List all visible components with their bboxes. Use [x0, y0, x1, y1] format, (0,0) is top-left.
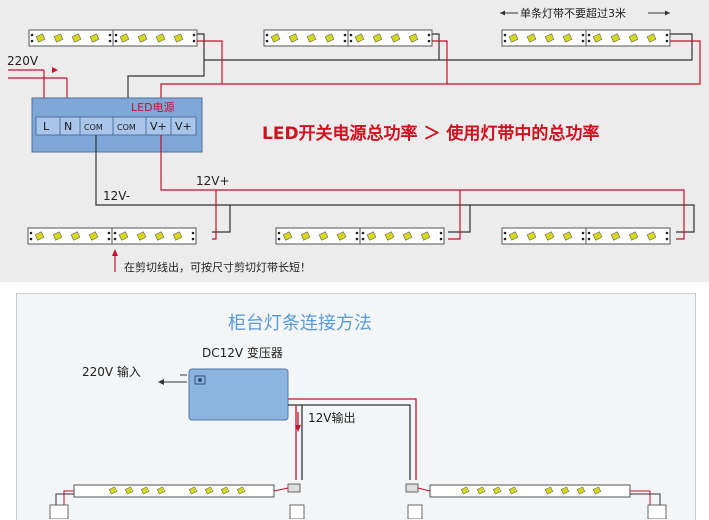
led-strip-top-3: [501, 29, 671, 47]
terminal-l: L: [43, 120, 50, 133]
cut-note-text: 在剪切线出，可按尺寸剪切灯带长短！: [124, 260, 311, 274]
dc-transformer: [188, 368, 289, 421]
adapter-ac-input: 220V 输入: [82, 364, 187, 385]
terminal-n: N: [64, 120, 72, 133]
ac-input-voltage: 220V: [7, 54, 39, 68]
bottom-panel: [16, 293, 696, 520]
led-strip-bottom-3: [501, 227, 671, 245]
terminal-com-2: COM: [117, 123, 136, 132]
led-power-supply: LED电源 L N COM COM V+ V+: [31, 97, 203, 153]
cabinet-light-bar-left: [49, 484, 289, 519]
transformer-label: DC12V 变压器: [202, 345, 283, 360]
terminal-v-plus-1: V+: [150, 120, 167, 133]
output-label: 12V输出: [308, 410, 355, 425]
psu-label: LED电源: [131, 100, 175, 114]
adapter-input-label: 220V 输入: [82, 364, 141, 379]
max-length-text: 单条灯带不要超过3米: [520, 6, 626, 20]
positive-label: 12V+: [196, 174, 230, 188]
led-strip-bottom-2: [275, 227, 445, 245]
output-arrow: 12V输出: [295, 410, 355, 432]
cabinet-light-bar-right: [417, 484, 667, 519]
max-length-note: 单条灯带不要超过3米: [500, 6, 670, 20]
connector-left: [287, 483, 305, 519]
lower-positive-wires: [160, 135, 685, 240]
power-rule-headline: LED开关电源总功率 ＞ 使用灯带中的总功率: [262, 123, 599, 144]
negative-label: 12V-: [103, 189, 130, 203]
terminal-com-1: COM: [84, 123, 103, 132]
top-com-wires: [127, 33, 693, 117]
lower-com-wires: [95, 135, 695, 233]
connection-method-title: 柜台灯条连接方法: [228, 313, 372, 334]
terminal-v-plus-2: V+: [175, 120, 192, 133]
led-strip-top-1: [28, 29, 198, 47]
cut-note: 在剪切线出，可按尺寸剪切灯带长短！: [112, 249, 311, 274]
connector-right: [405, 483, 423, 519]
adapter-output-wires: [288, 398, 417, 480]
led-strip-bottom-1: [27, 227, 197, 245]
led-strip-top-2: [263, 29, 433, 47]
top-positive-wires: [160, 40, 701, 117]
